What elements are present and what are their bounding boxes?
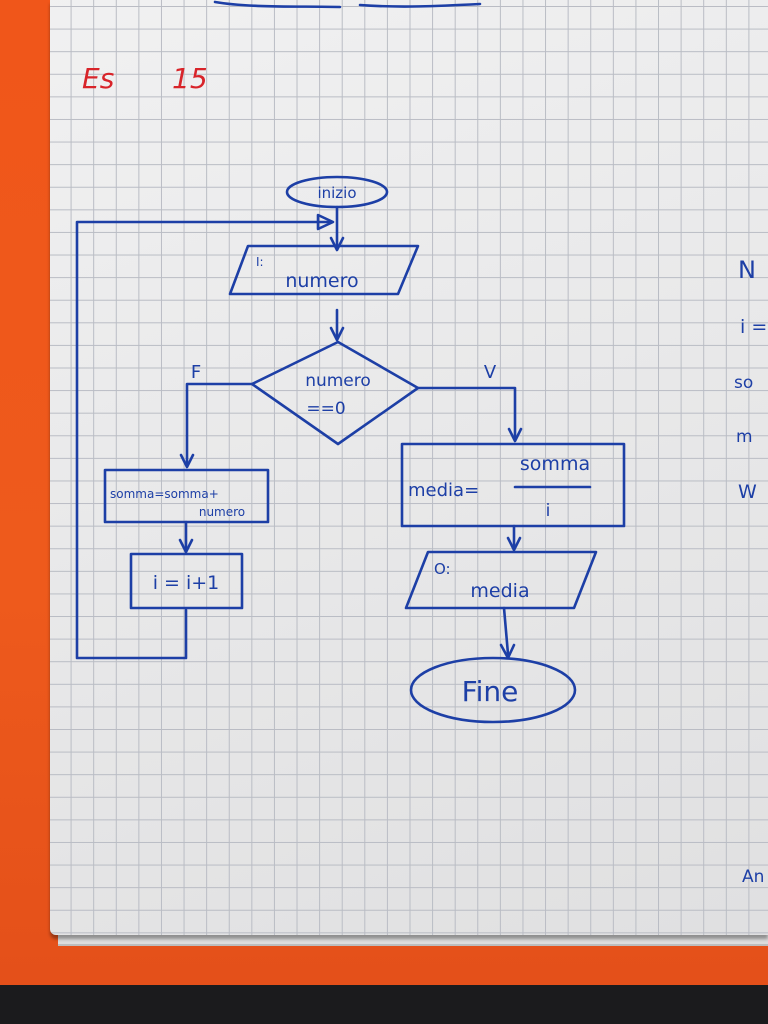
exercise-number: 15 xyxy=(172,62,208,95)
increment-process-box xyxy=(129,552,244,610)
margin-note-4: m xyxy=(736,427,753,447)
output-variable: media xyxy=(470,580,529,602)
false-branch-line xyxy=(185,382,254,468)
sum-to-increment-arrowhead xyxy=(178,538,194,554)
decision-diamond xyxy=(250,340,420,446)
grid-paper-page xyxy=(50,0,768,935)
input-to-decision-arrowhead xyxy=(329,326,345,342)
start-arrowhead xyxy=(329,236,345,252)
margin-note-6: An xyxy=(742,867,764,887)
input-parallelogram xyxy=(228,244,420,296)
true-branch-line xyxy=(416,386,517,442)
margin-note-5: W xyxy=(738,481,757,503)
margin-note-2: i = xyxy=(740,316,767,338)
cut-off-top-scribble xyxy=(213,0,482,9)
margin-note-1: N xyxy=(738,256,756,284)
decision-line-1: numero xyxy=(305,371,371,391)
false-branch-arrowhead xyxy=(179,453,195,469)
input-variable: numero xyxy=(285,270,358,292)
end-label: Fine xyxy=(462,675,519,708)
mean-numerator: somma xyxy=(520,453,590,475)
decision-line-2: ==0 xyxy=(306,399,345,419)
output-to-end-connector xyxy=(502,606,510,656)
start-label: inizio xyxy=(317,184,356,202)
true-branch-arrowhead xyxy=(507,427,523,443)
false-branch-label: F xyxy=(191,362,201,383)
true-branch-label: V xyxy=(484,362,497,383)
exercise-label: Es xyxy=(82,62,114,95)
increment-step-label: i = i+1 xyxy=(153,572,220,594)
end-oval xyxy=(409,656,577,724)
sum-step-line-1: somma=somma+ xyxy=(110,487,219,501)
loop-back-arrowhead xyxy=(316,213,335,231)
mean-to-output-arrowhead xyxy=(506,536,522,552)
input-prefix: I: xyxy=(256,255,264,269)
sum-step-line-2: numero xyxy=(199,505,245,519)
margin-note-3: so xyxy=(734,373,753,393)
output-prefix: O: xyxy=(434,560,451,578)
mean-step-label: media= xyxy=(408,480,479,501)
output-parallelogram xyxy=(404,550,598,610)
loop-back-line xyxy=(75,220,332,660)
mean-denominator: i xyxy=(546,501,551,521)
